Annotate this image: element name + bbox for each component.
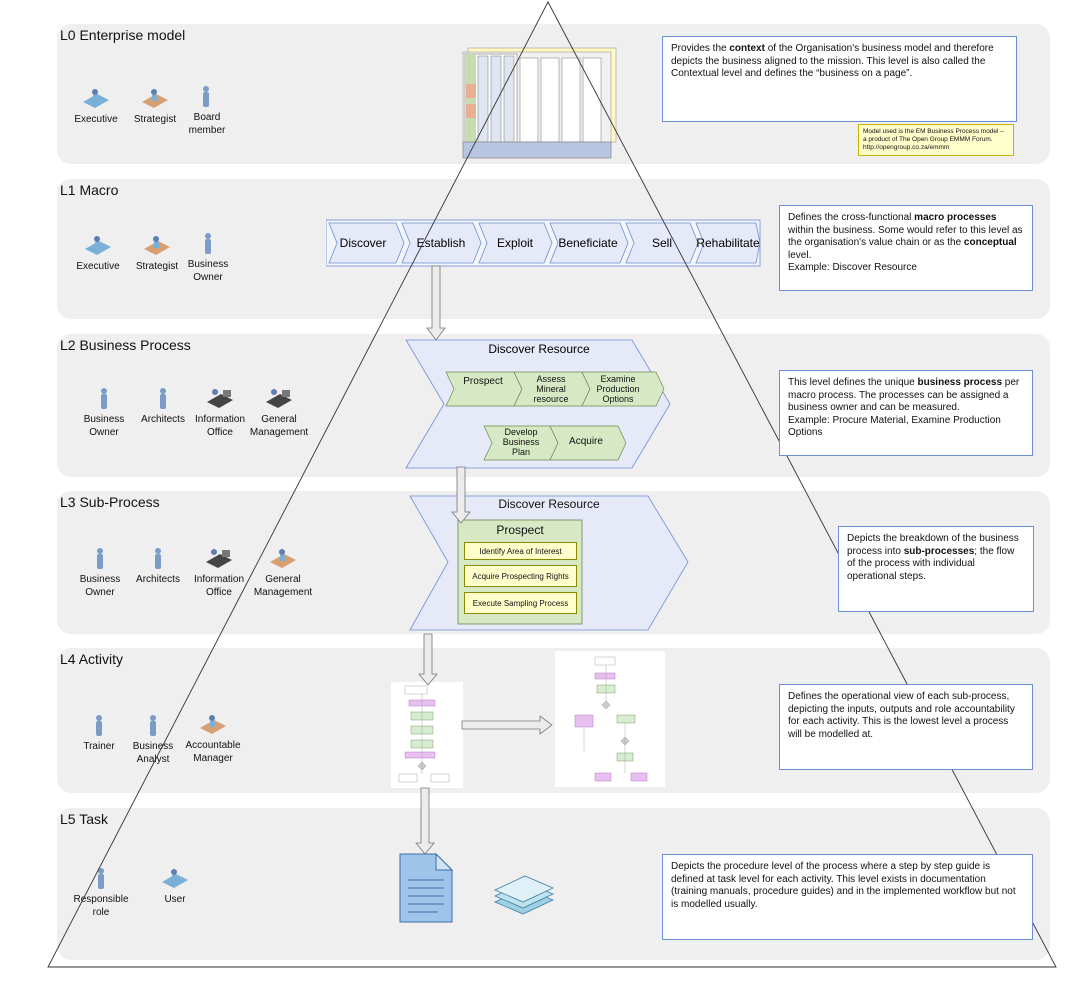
desc-l1: Defines the cross-functional macro proce… <box>779 205 1033 291</box>
role-user: User <box>139 866 211 907</box>
desc-l4: Defines the operational view of each sub… <box>779 684 1033 770</box>
person-icon <box>97 548 103 569</box>
l2-step-label: Examine Production Options <box>596 374 640 404</box>
macro-label: Sell <box>652 236 672 250</box>
l3-title: Discover Resource <box>498 497 600 511</box>
role-business-owner: Business Owner <box>64 548 136 599</box>
person-icon <box>150 715 156 736</box>
desc-l2: This level defines the unique business p… <box>779 370 1033 456</box>
role-executive: Executive <box>60 86 132 127</box>
role-business-analyst: Business Analyst <box>117 715 189 766</box>
person-icon <box>96 715 102 736</box>
arrow-l1-l2 <box>426 265 446 341</box>
role-responsible-role: Responsible role <box>65 868 137 919</box>
role-information-office: Information Office <box>184 386 256 439</box>
role-strategist: Strategist <box>121 233 193 274</box>
macro-chevron-discover <box>328 222 405 264</box>
pyramid-outline <box>47 1 1057 968</box>
role-architects: Architects <box>122 548 194 587</box>
enterprise-model-thumbnail <box>462 47 617 159</box>
computer-desk-icon <box>266 389 292 408</box>
role-business-owner: Business Owner <box>68 388 140 439</box>
role-information-office: Information Office <box>183 546 255 599</box>
desk-person-icon <box>83 89 109 108</box>
level-title-l3: L3 Sub-Process <box>60 494 160 510</box>
l2-step-label: Develop Business Plan <box>502 427 540 457</box>
role-board-member: Board member <box>170 86 242 137</box>
document-icon <box>399 852 454 923</box>
l3-step: Execute Sampling Process <box>464 592 577 614</box>
level-title-l2: L2 Business Process <box>60 337 191 353</box>
desc-l3: Depicts the breakdown of the business pr… <box>838 526 1034 612</box>
l2-step-label: Assess Mineral resource <box>533 374 569 404</box>
desk-person-icon <box>270 549 296 568</box>
activity-diagram-thumbnail <box>391 682 463 788</box>
desc-l5: Depicts the procedure level of the proce… <box>662 854 1033 940</box>
person-icon <box>101 388 107 409</box>
l3-step: Acquire Prospecting Rights <box>464 565 577 587</box>
macro-chevron-exploit <box>478 222 553 264</box>
macro-label: Rehabilitate <box>696 236 760 250</box>
level-title-l4: L4 Activity <box>60 651 124 667</box>
macro-label: Discover <box>340 236 387 250</box>
desk-person-icon <box>162 869 188 888</box>
level-title-l5: L5 Task <box>60 811 108 827</box>
role-general-management: General Management <box>247 546 319 599</box>
macro-label: Establish <box>417 236 466 250</box>
l2-step-acquire <box>549 425 627 461</box>
arrow-l4-right <box>461 715 553 735</box>
person-icon <box>205 233 211 254</box>
person-icon <box>203 86 209 107</box>
l2-step-examine <box>581 371 665 407</box>
desc-l0: Provides the context of the Organisation… <box>662 36 1017 122</box>
arrow-l3-l4 <box>418 633 438 686</box>
business-process-chevron: Discover Resource <box>405 339 671 469</box>
computer-desk-icon <box>207 389 233 408</box>
level-title-l0: L0 Enterprise model <box>60 27 186 43</box>
activity-flow-thumbnail <box>555 651 665 787</box>
desk-person-icon <box>142 89 168 108</box>
role-executive: Executive <box>62 233 134 274</box>
role-architects: Architects <box>127 388 199 427</box>
macro-label: Exploit <box>497 236 534 250</box>
arrow-l4-l5 <box>415 787 435 855</box>
computer-desk-icon <box>206 549 232 568</box>
role-trainer: Trainer <box>63 715 135 754</box>
desk-person-icon <box>200 715 226 734</box>
person-icon <box>98 868 104 889</box>
macro-chevrons <box>328 222 761 264</box>
person-icon <box>160 388 166 409</box>
level-title-l1: L1 Macro <box>60 182 119 198</box>
person-icon <box>155 548 161 569</box>
l2-step-label: Acquire <box>569 436 603 447</box>
macro-chevron-beneficiate <box>549 222 629 264</box>
l3-sub-title: Prospect <box>496 523 544 537</box>
stacked-pages-icon <box>494 875 554 915</box>
role-accountable-manager: Accountable Manager <box>177 712 249 765</box>
macro-label: Beneficiate <box>558 236 618 250</box>
role-general-management: General Management <box>243 386 315 439</box>
model-note: Model used is the EM Business Process mo… <box>858 124 1014 156</box>
l2-title: Discover Resource <box>488 342 590 356</box>
macro-chevron-rehabilitate <box>695 222 761 264</box>
macro-chevron-establish <box>401 222 482 264</box>
role-business-owner: Business Owner <box>172 233 244 284</box>
l2-step-label: Prospect <box>463 376 503 387</box>
macro-process-chain: Discover Establish Exploit Beneficiate S… <box>326 219 761 267</box>
l3-step: Identify Area of Interest <box>464 542 577 560</box>
arrow-l2-l3 <box>451 466 471 524</box>
desk-person-icon <box>85 236 111 255</box>
role-strategist: Strategist <box>119 86 191 127</box>
desk-person-icon <box>144 236 170 255</box>
